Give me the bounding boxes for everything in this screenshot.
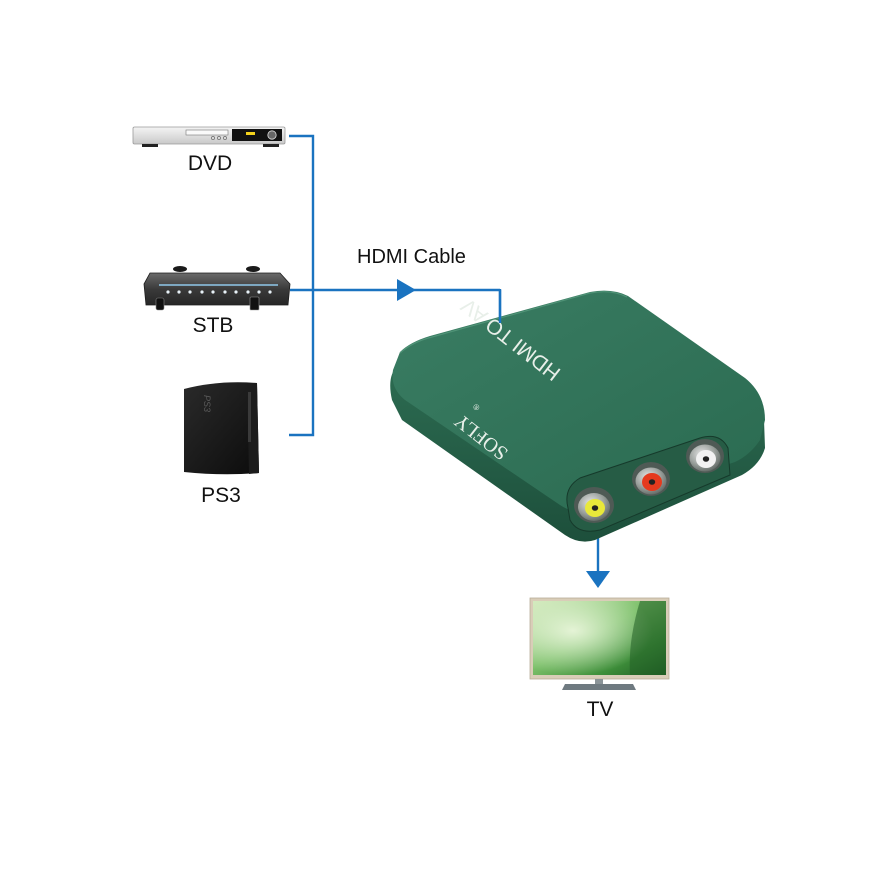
stb-label: STB — [192, 314, 234, 337]
tv-label: TV — [586, 698, 614, 721]
hdmi-to-av-converter: HDMI TO AV SOFLY ® — [390, 290, 765, 542]
rca-port-audio-white — [686, 439, 724, 473]
ps3-logo: PS3 — [202, 395, 212, 412]
ps3-label: PS3 — [201, 484, 241, 507]
dvd-connector-line — [289, 134, 315, 437]
dvd-player-icon — [132, 126, 286, 147]
hdmi-cable-label: HDMI Cable — [357, 246, 466, 268]
hdmi-flow-arrow-icon — [397, 279, 416, 301]
rca-port-video-yellow — [574, 487, 614, 523]
rca-port-audio-red — [632, 462, 670, 496]
ps3-console-icon: PS3 — [184, 382, 259, 475]
dvd-label: DVD — [187, 152, 233, 175]
set-top-box-icon — [143, 266, 291, 311]
converter-brand-mark: ® — [471, 402, 481, 413]
tv-icon — [529, 597, 670, 690]
tv-flow-arrow-icon — [586, 571, 610, 588]
